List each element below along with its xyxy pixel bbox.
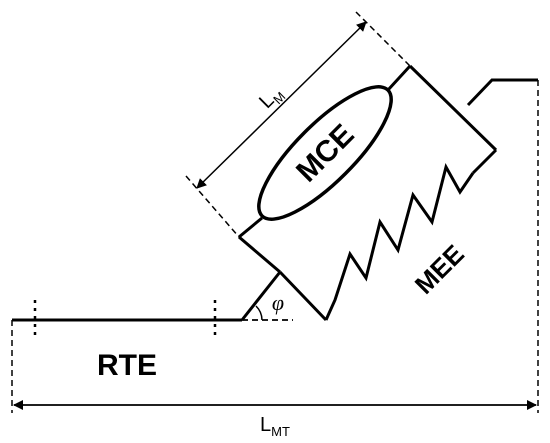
muscle-bottom-edge: [278, 270, 328, 322]
mee-label: MEE: [409, 239, 470, 300]
lm-extension-lower: [185, 175, 240, 238]
muscle-upper-edge: [408, 64, 498, 152]
tendon-label: RTE: [97, 349, 157, 382]
pennation-arc: [255, 305, 263, 321]
mce-left-link: [238, 216, 263, 239]
mce-right-link: [386, 64, 412, 92]
mee-spring: [324, 162, 475, 321]
lm-label: LM: [255, 82, 288, 115]
lm-extension-upper: [355, 11, 411, 67]
mce-left-strut: [238, 235, 281, 274]
lm-dimension-arrow: [196, 21, 367, 189]
lmt-label: LMT: [260, 414, 290, 439]
muscle-lower-edge: [240, 271, 282, 321]
mce-label: MCE: [290, 118, 360, 188]
pennation-label: φ: [272, 290, 284, 315]
svg-text:LM: LM: [255, 82, 288, 115]
right-tendon-line: [466, 78, 538, 107]
muscle-right-edge: [471, 148, 498, 175]
